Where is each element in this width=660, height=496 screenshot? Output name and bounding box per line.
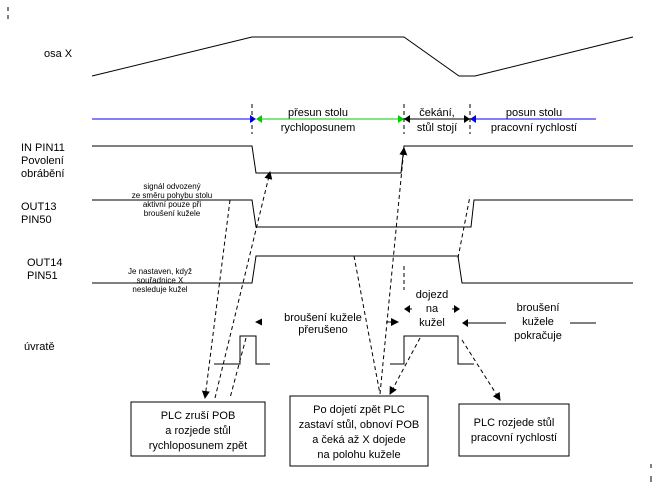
interval-dojezd-3: kužel <box>419 317 445 329</box>
phase-arrowhead-1 <box>250 115 256 123</box>
box1-line2: a rozjede stůl <box>165 425 230 437</box>
box2-line2: zastaví stůl, obnoví POB <box>299 419 419 431</box>
phase-presun-line2: rychloposunem <box>281 122 356 134</box>
arrow-out14-to-box2 <box>353 255 381 395</box>
box2-line1: Po dojetí zpět PLC <box>313 404 405 416</box>
box-plc-rozjede <box>458 403 570 457</box>
box3-line2: pracovní rychlostí <box>471 432 557 444</box>
label-out13-2: PIN50 <box>21 214 52 226</box>
arrow-uvrate2-to-box2 <box>389 337 421 395</box>
box-plc-zrusi-pob <box>130 401 266 457</box>
label-uvrate: úvratě <box>24 341 55 353</box>
label-out13-1: OUT13 <box>21 201 56 213</box>
note-nastaven-2: souřadnice X <box>137 276 184 285</box>
interval-pokracuje-1: broušení <box>517 302 560 314</box>
box2-line3: a čeká až X dojede <box>312 434 406 446</box>
interval-preruseno-1: broušení kužele <box>284 312 362 324</box>
label-out14-1: OUT14 <box>27 257 62 269</box>
note-nastaven-3: nesleduje kužel <box>132 285 187 294</box>
phase-presun-line1: přesun stolu <box>288 107 348 119</box>
box1-line3: rychloposunem zpět <box>149 440 247 452</box>
phase-posun-line2: pracovní rychlostí <box>491 122 577 134</box>
arrow-box2-to-pin11 <box>379 147 408 395</box>
arrow-uvrate-to-box1 <box>229 337 247 399</box>
note-signal-1: signál odvozený <box>143 182 200 191</box>
phase-cekani-line2: stůl stojí <box>417 122 457 134</box>
box-po-dojeti <box>289 395 429 467</box>
label-osa-x: osa X <box>44 48 73 60</box>
label-in-pin11-1: IN PIN11 <box>21 142 65 154</box>
phase-posun-line1: posun stolu <box>506 107 562 119</box>
uvrate-pulse-2 <box>390 335 474 365</box>
label-in-pin11-2: Povolení <box>21 155 64 167</box>
box3-line1: PLC rozjede stůl <box>474 417 555 429</box>
note-nastaven-1: Je nastaven, když <box>128 267 192 276</box>
arrow-out13-to-box1 <box>201 199 231 399</box>
out14-trace <box>92 255 633 284</box>
osa-x-trace <box>91 36 634 77</box>
note-signal-3: aktivní pouze při <box>143 200 201 209</box>
interval-preruseno-2: přerušeno <box>298 324 348 336</box>
note-signal-2: ze směru pohybu stolu <box>132 191 213 200</box>
out13-trace <box>92 199 633 228</box>
uvrate-pulse-1 <box>214 335 270 365</box>
interval-pokracuje-2: kužele <box>522 316 554 328</box>
interval-dojezd-1: dojezd <box>416 289 448 301</box>
label-in-pin11-3: obrábění <box>21 168 64 180</box>
box1-line1: PLC zruší POB <box>161 410 236 422</box>
arrow-out14-drop <box>457 195 471 259</box>
interval-pokracuje-3: pokračuje <box>514 330 562 342</box>
label-out14-2: PIN51 <box>27 270 58 282</box>
phase-cekani-line1: čekání, <box>419 107 454 119</box>
note-signal-4: broušení kužele <box>144 209 201 218</box>
box2-line4: na polohu kužele <box>317 449 400 461</box>
interval-dojezd-2: na <box>426 303 439 315</box>
in-pin11-trace <box>92 145 633 174</box>
arrow-box1-to-pin11 <box>214 171 273 399</box>
arrow-to-box3 <box>461 339 501 401</box>
